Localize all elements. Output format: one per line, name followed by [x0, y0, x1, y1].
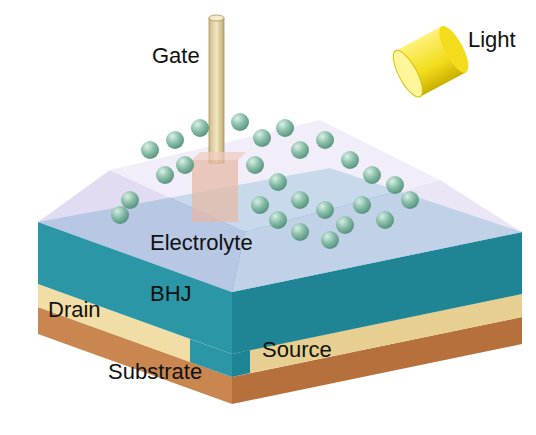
- ion-sphere: [401, 191, 419, 209]
- ion-sphere: [336, 216, 354, 234]
- ion-sphere: [341, 151, 359, 169]
- gate-label: Gate: [152, 44, 200, 68]
- ion-sphere: [253, 129, 271, 147]
- ion-sphere: [246, 156, 264, 174]
- electrode-label: Drain: [48, 298, 101, 322]
- gate-rod: [209, 18, 224, 163]
- channel-right: [232, 350, 250, 377]
- ion-sphere: [321, 231, 339, 249]
- ion-sphere: [269, 173, 287, 191]
- ion-sphere: [176, 156, 194, 174]
- layer-label: Substrate: [108, 360, 202, 384]
- gate-electrode-top: [192, 152, 246, 160]
- ion-sphere: [376, 211, 394, 229]
- ions: [111, 113, 419, 249]
- light-label: Light: [468, 28, 516, 52]
- ion-sphere: [251, 196, 269, 214]
- ion-sphere: [141, 141, 159, 159]
- electrode-label: Source: [262, 338, 332, 362]
- ion-sphere: [156, 166, 174, 184]
- ion-sphere: [191, 119, 209, 137]
- light-source: [388, 22, 474, 101]
- ion-sphere: [316, 201, 334, 219]
- gate-electrode: [192, 160, 238, 222]
- layer-label: BHJ: [150, 282, 192, 306]
- ion-sphere: [353, 196, 371, 214]
- electrolyte-top-face: [110, 120, 440, 232]
- ion-sphere: [231, 113, 249, 131]
- ion-sphere: [269, 211, 287, 229]
- gate-rod-top: [209, 15, 224, 21]
- ion-sphere: [166, 131, 184, 149]
- ion-sphere: [111, 206, 129, 224]
- ion-sphere: [291, 223, 309, 241]
- ion-sphere: [363, 166, 381, 184]
- ion-sphere: [276, 119, 294, 137]
- ion-sphere: [291, 191, 309, 209]
- ion-sphere: [291, 141, 309, 159]
- ion-sphere: [316, 131, 334, 149]
- electrolyte-label: Electrolyte: [150, 231, 253, 255]
- bhj-top-face: [38, 168, 522, 292]
- ion-sphere: [121, 191, 139, 209]
- ion-sphere: [386, 176, 404, 194]
- electrolyte-dome: [38, 120, 522, 292]
